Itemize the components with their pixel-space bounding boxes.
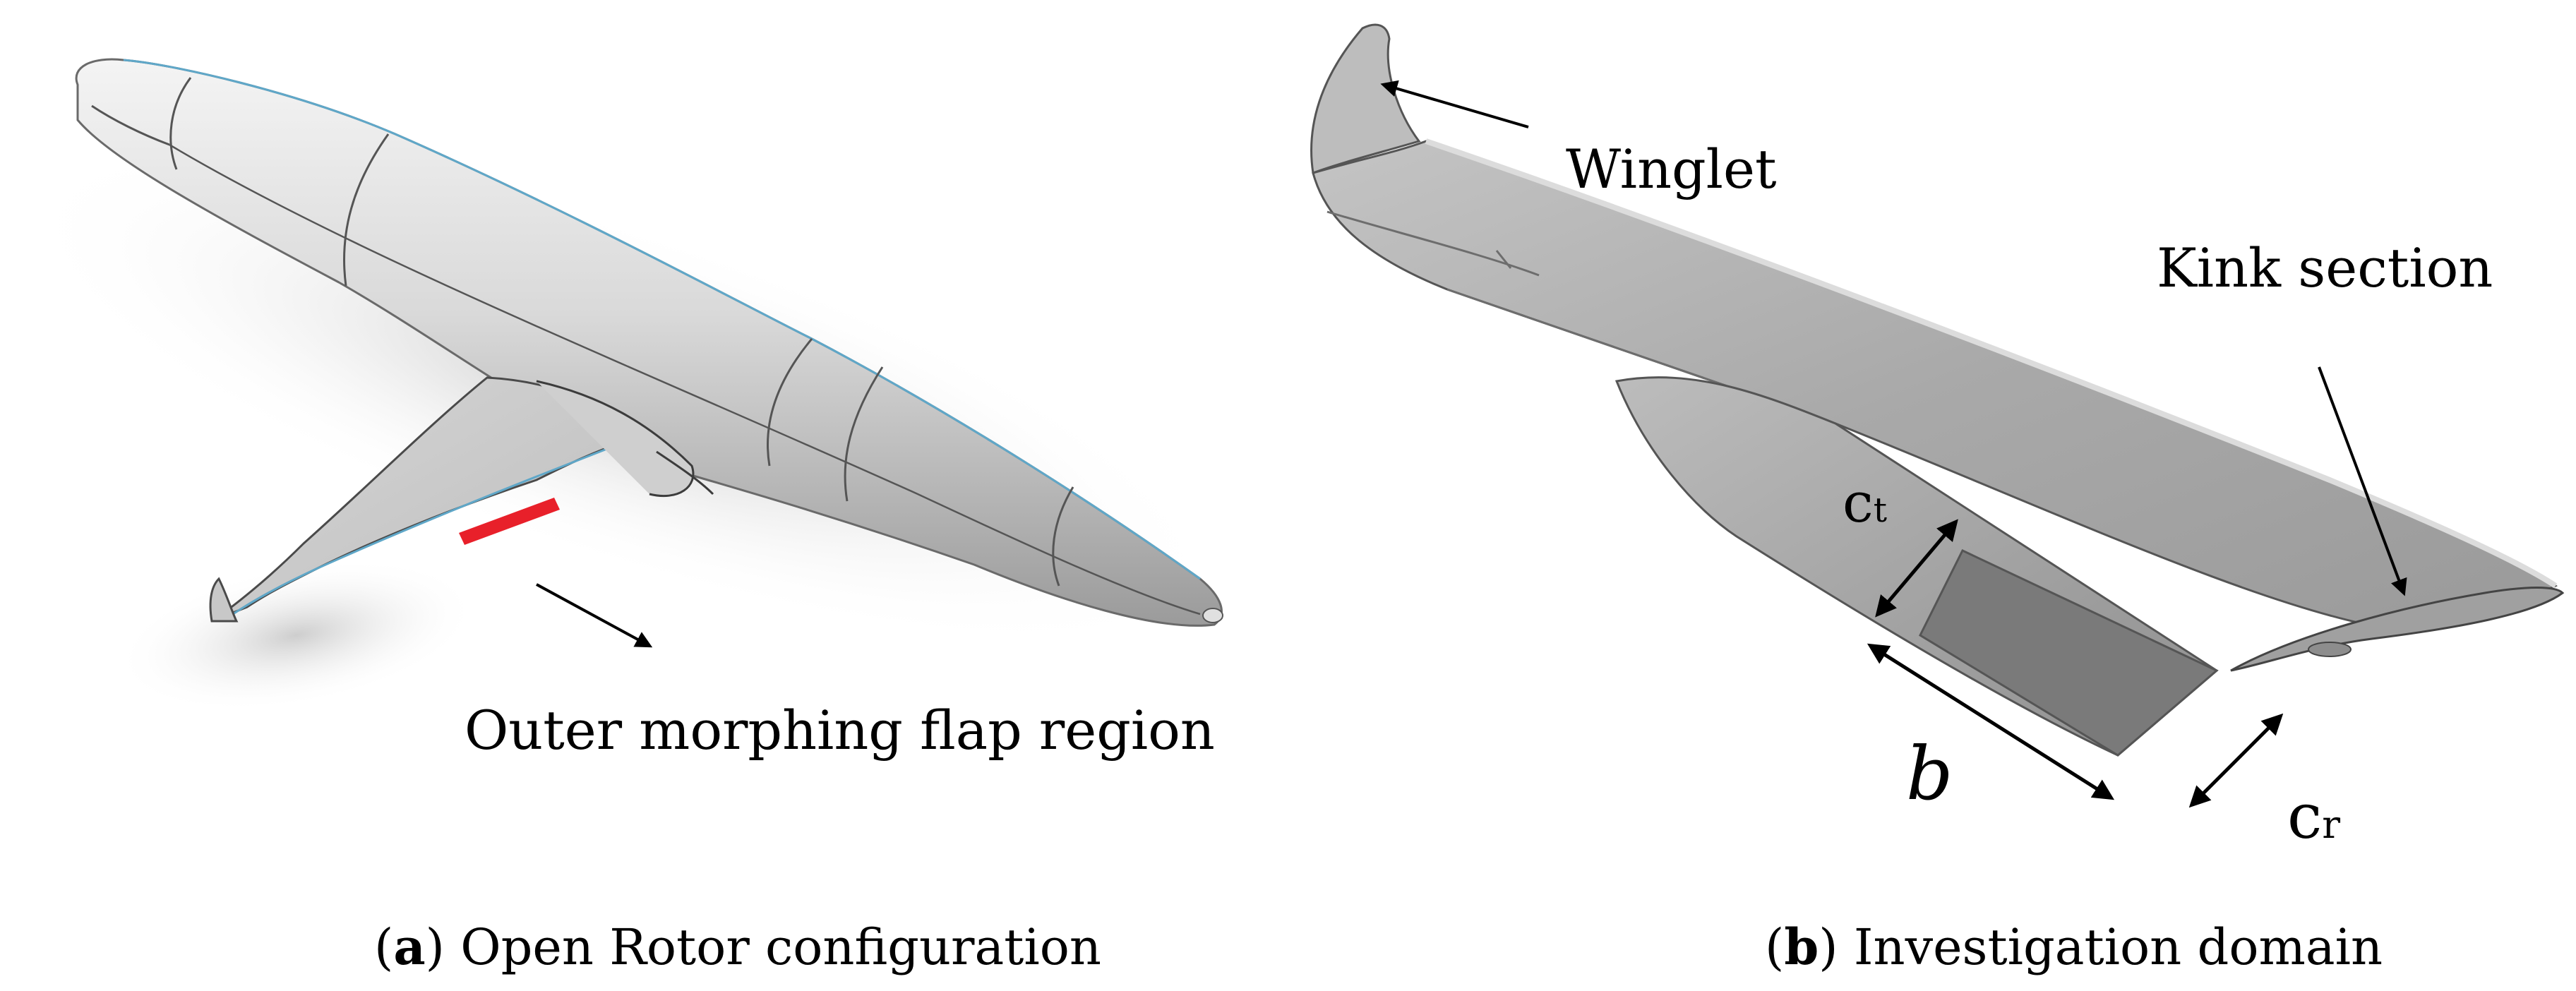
frame-ring-4 [1052,486,1074,587]
aircraft-illustration [14,58,1228,712]
cockpit-line [91,104,170,146]
wing-a-trailing-edge [232,436,636,615]
tail-cone-tip [1202,608,1223,623]
caption-a-close: ) [425,918,445,976]
cr-symbol-main: c [2287,780,2323,853]
fuselage-panel-line [169,143,1201,615]
caption-a-open: ( [374,918,394,976]
b-dimension-arrow [1867,643,2115,800]
caption-a-text: Open Rotor configuration [444,918,1101,976]
frame-ring-3 [844,366,884,502]
kink-pointer-arrow [2318,366,2407,596]
wing-b-spanwise-line [1495,250,1512,269]
fuselage-edge [123,59,1201,580]
winglet-a [209,577,239,623]
caption-b-close: ) [1819,918,1838,976]
caption-b-open: ( [1765,918,1785,976]
flap-pointer-arrow [536,583,653,648]
wing-root-fairing [536,380,695,498]
panel-b-arrows [1380,80,2407,808]
winglet-pointer-arrow [1380,80,1529,128]
wing-shadow [115,558,478,712]
caption-a: (a) Open Rotor configuration [374,918,1101,976]
wing-illustration [1310,23,2565,757]
wing-b-tip-segment [1326,210,1540,277]
caption-b-text: Investigation domain [1838,918,2383,976]
caption-a-letter: a [393,918,426,976]
frame-ring-2 [767,338,813,467]
ct-symbol-sub: t [1873,491,1887,530]
kink-section-label: Kink section [2157,236,2493,299]
caption-b: (b) Investigation domain [1765,918,2383,976]
ct-dimension-arrow [1875,519,1958,618]
cr-symbol: cr [2287,780,2340,853]
ct-symbol: ct [1843,472,1887,535]
caption-b-letter: b [1784,918,1819,976]
morphing-flap-region [459,498,560,545]
flap-region-annotation: Outer morphing flap region [465,699,1215,762]
cr-dimension-arrow [2188,713,2284,808]
ct-symbol-main: c [1843,472,1874,535]
cr-symbol-sub: r [2322,803,2341,847]
wing-root-detail [656,450,714,496]
nose-ring [169,77,192,170]
frame-ring-1 [343,133,390,287]
winglet-b [1310,23,1421,175]
root-section-rib [2308,642,2352,657]
winglet-label: Winglet [1566,138,1777,200]
b-symbol: b [1906,731,1953,817]
wing-b-leading-edge [1425,138,2558,589]
